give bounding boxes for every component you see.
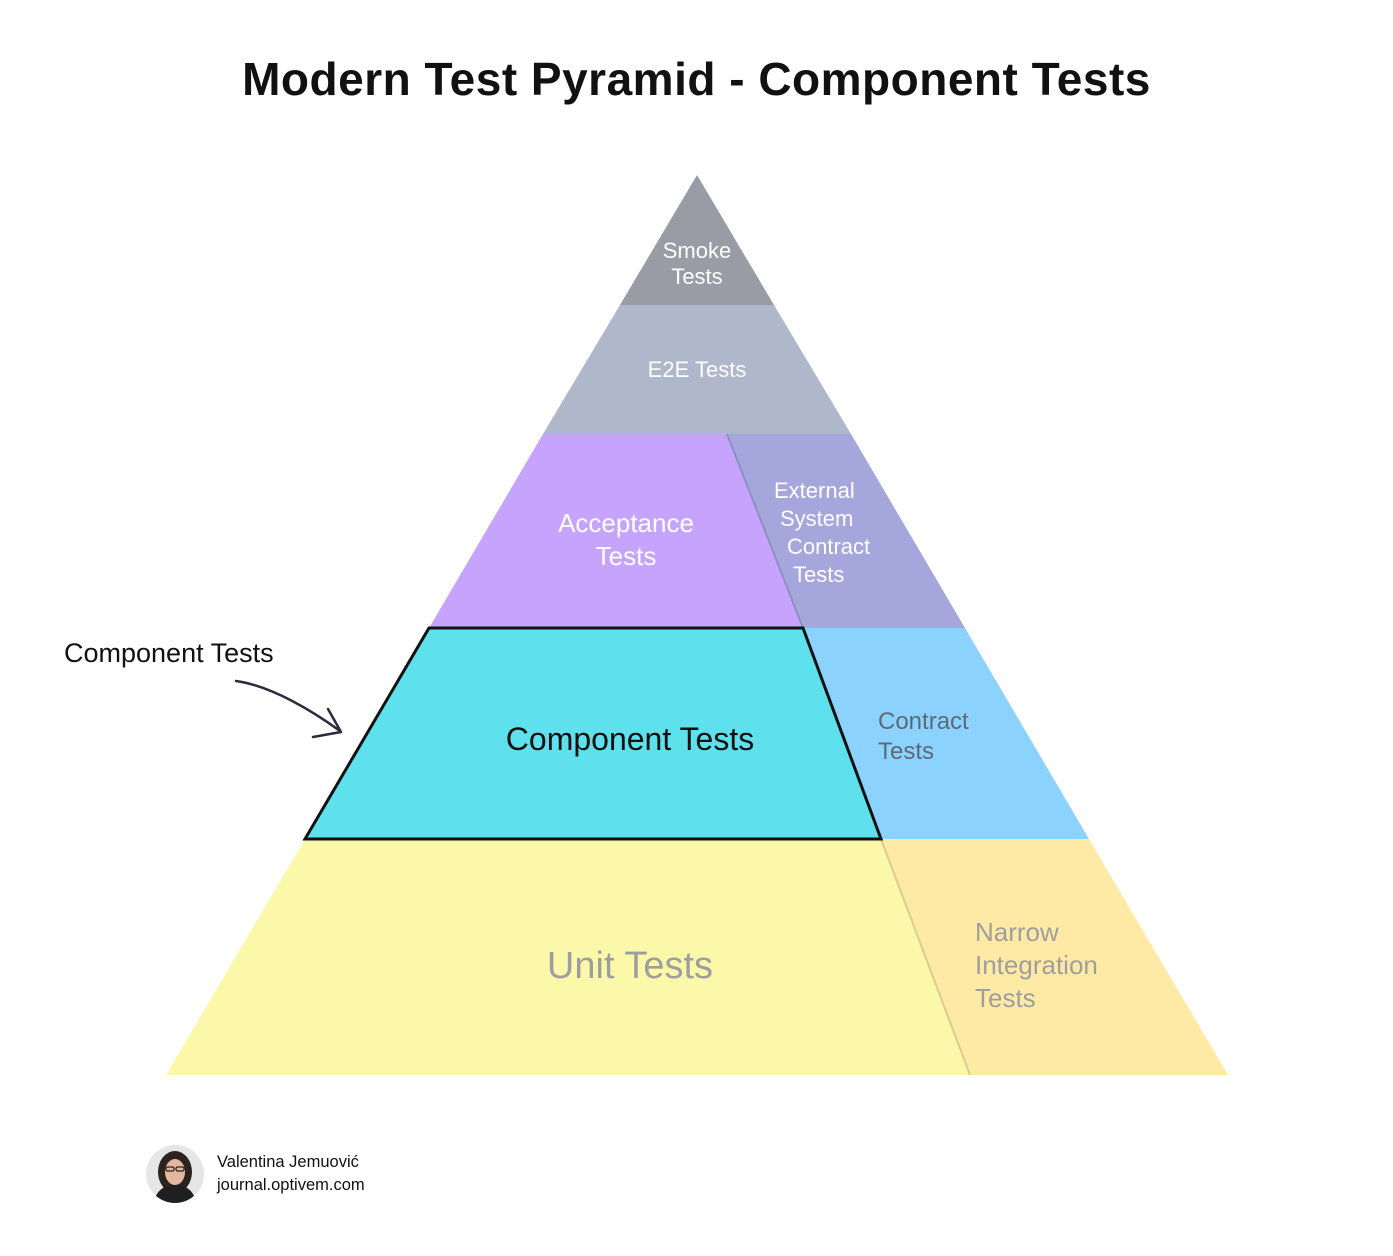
author-block: Valentina Jemuović journal.optivem.com (146, 1145, 365, 1203)
unit-tests-label: Unit Tests (546, 945, 714, 987)
layer-divider (726, 433, 804, 629)
component-tests-layer (302, 626, 884, 841)
narrow-integration-tests-layer (881, 839, 1228, 1075)
author-avatar (146, 1145, 204, 1203)
page-title: Modern Test Pyramid - Component Tests (242, 53, 1151, 105)
external-system-contract-tests-label: External System Contract Tests (774, 478, 871, 587)
author-name: Valentina Jemuović (217, 1153, 359, 1171)
contract-tests-layer (803, 628, 1089, 839)
callout-arrowhead (311, 707, 343, 739)
e2e-tests-layer (543, 305, 851, 434)
smoke-tests-label: Smoke Tests (662, 238, 732, 290)
component-tests-label: Component Tests (505, 721, 755, 757)
acceptance-tests-layer (429, 434, 803, 628)
unit-tests-layer (166, 839, 970, 1075)
callout-label: Component Tests (64, 638, 274, 668)
external-system-contract-tests-layer (727, 434, 965, 628)
contract-tests-label: Contract Tests (878, 708, 969, 765)
layer-divider (880, 838, 971, 1076)
e2e-tests-label: E2E Tests (647, 357, 747, 382)
smoke-tests-layer (620, 175, 774, 305)
callout-arrow (234, 679, 342, 733)
acceptance-tests-label: Acceptance Tests (558, 508, 694, 571)
narrow-integration-tests-label: Narrow Integration Tests (975, 917, 1098, 1013)
author-site: journal.optivem.com (217, 1176, 365, 1194)
